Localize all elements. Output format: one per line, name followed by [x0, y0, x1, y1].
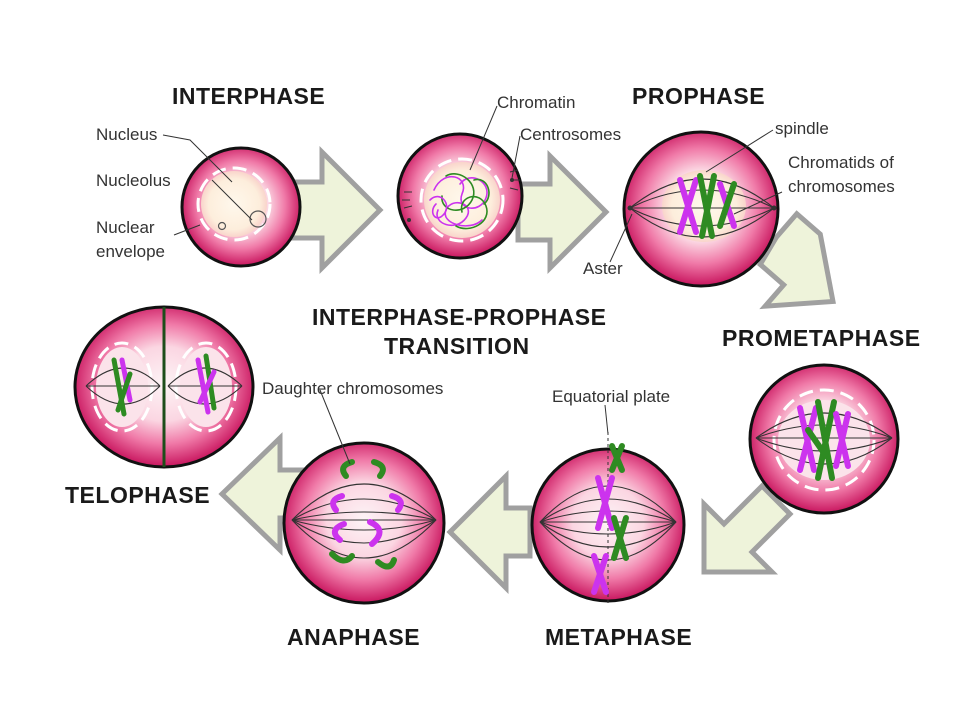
title-telophase: TELOPHASE [65, 482, 210, 508]
prophase-chromatids [677, 173, 737, 239]
arrow-metaphase-to-anaphase [446, 469, 533, 595]
prometaphase-chromosomes [797, 399, 851, 481]
daughter-chromosomes [329, 459, 404, 570]
cell-prophase [622, 130, 780, 288]
title-interphase-prophase: INTERPHASE-PROPHASE [312, 304, 606, 330]
cell-interphase-prophase-transition [396, 132, 524, 260]
label-chromatin: Chromatin [497, 93, 575, 112]
label-chromatids-2: chromosomes [788, 177, 895, 196]
cell-telophase [73, 305, 255, 469]
metaphase-chromosomes [591, 443, 629, 595]
cell-anaphase [282, 441, 446, 605]
title-metaphase: METAPHASE [545, 624, 692, 650]
title-anaphase: ANAPHASE [287, 624, 420, 650]
arrow-interphase-to-transition [289, 145, 384, 275]
nuclear-envelope [196, 166, 272, 242]
chromatin-tangle [429, 173, 490, 230]
arrow-prometaphase-to-metaphase [701, 482, 794, 575]
nucleolus [249, 210, 267, 228]
title-prophase: PROPHASE [632, 83, 765, 109]
label-nucleolus: Nucleolus [96, 171, 171, 190]
label-centrosomes: Centrosomes [520, 125, 621, 144]
label-nuclear-envelope-2: envelope [96, 242, 165, 261]
arrow-transition-to-prophase [515, 149, 610, 275]
cell-metaphase [530, 432, 686, 606]
label-nuclear-envelope-1: Nuclear [96, 218, 155, 237]
anaphase-spindle [291, 483, 437, 559]
arrow-prophase-to-prometaphase [757, 210, 836, 310]
leader-lines [162, 105, 783, 465]
telophase-chromosomes [111, 353, 217, 417]
title-transition: TRANSITION [384, 333, 530, 359]
label-aster: Aster [583, 259, 623, 278]
cell-interphase [180, 146, 302, 268]
cell-prometaphase [748, 363, 900, 515]
title-interphase: INTERPHASE [172, 83, 325, 109]
title-prometaphase: PROMETAPHASE [722, 325, 921, 351]
label-equatorial-plate: Equatorial plate [552, 387, 670, 406]
label-chromatids-1: Chromatids of [788, 153, 894, 172]
label-nucleus: Nucleus [96, 125, 157, 144]
label-spindle: spindle [775, 119, 829, 138]
label-daughter-chromosomes: Daughter chromosomes [262, 379, 443, 398]
